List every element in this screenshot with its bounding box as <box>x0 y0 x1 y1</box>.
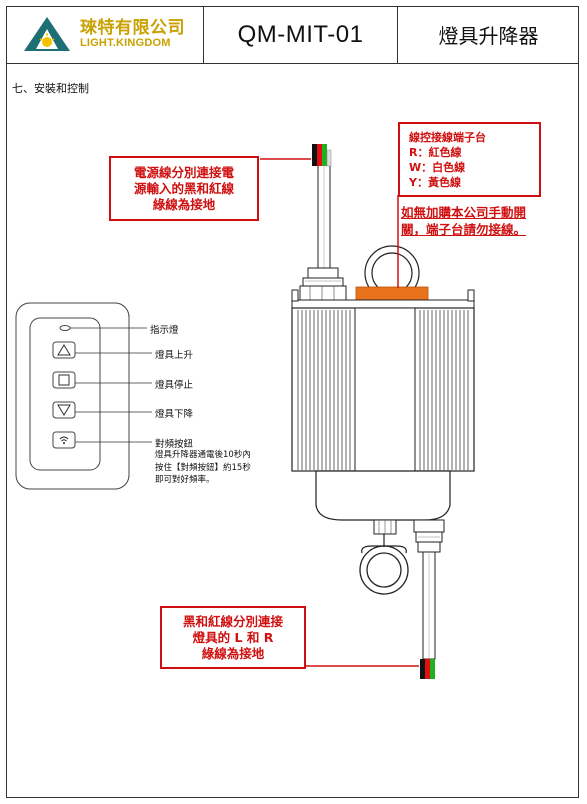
indicator-label: 指示燈 <box>150 325 179 336</box>
output-cable-note: 黑和紅線分別連接 燈具的 L 和 R 綠線為接地 <box>160 606 306 669</box>
pair-label: 對頻按鈕 <box>155 439 194 450</box>
remote-control <box>15 302 130 490</box>
down-button[interactable] <box>52 401 76 419</box>
pair-description: 燈具升降器通電後10秒內 按住【對頻按鈕】約15秒 即可對好頻率。 <box>155 450 251 485</box>
section-title: 七、安裝和控制 <box>12 82 89 95</box>
stop-button[interactable] <box>52 371 76 389</box>
stop-label: 燈具停止 <box>155 380 194 391</box>
top-plate <box>291 299 475 309</box>
indicator-light-icon <box>59 325 71 331</box>
page-frame <box>6 6 579 798</box>
input-cable <box>260 144 332 274</box>
manual-switch-warning: 如無加購本公司手動開 關，端子台請勿接線。 <box>401 205 527 237</box>
up-button[interactable] <box>52 341 76 359</box>
up-label: 燈具上升 <box>155 350 194 361</box>
output-cable <box>306 551 436 679</box>
logo-cell: 琜特有限公司 LIGHT.KINGDOM <box>6 6 204 63</box>
motor-housing <box>291 307 475 472</box>
cable-gland-top <box>299 267 347 302</box>
power-input-note: 電源線分別連接電 源輸入的黑和紅線 綠線為接地 <box>109 156 259 221</box>
wifi-icon <box>59 436 69 440</box>
lower-cone <box>315 470 451 521</box>
bottom-hook <box>359 519 409 595</box>
company-name-en: LIGHT.KINGDOM <box>80 36 171 49</box>
document-title: 燈具升降器 <box>438 24 539 48</box>
terminal-block-note: 線控接線端子台 R：紅色線 W：白色線 Y：黃色線 <box>398 122 541 197</box>
model-code: QM-MIT-01 <box>204 6 398 63</box>
down-label: 燈具下降 <box>155 409 194 420</box>
pair-button[interactable] <box>52 431 76 449</box>
document-header: 琜特有限公司 LIGHT.KINGDOM QM-MIT-01 燈具升降器 <box>6 6 579 64</box>
company-name-cn: 琜特有限公司 <box>80 17 185 38</box>
company-logo-icon <box>24 16 70 51</box>
cable-gland-bottom <box>413 519 445 553</box>
